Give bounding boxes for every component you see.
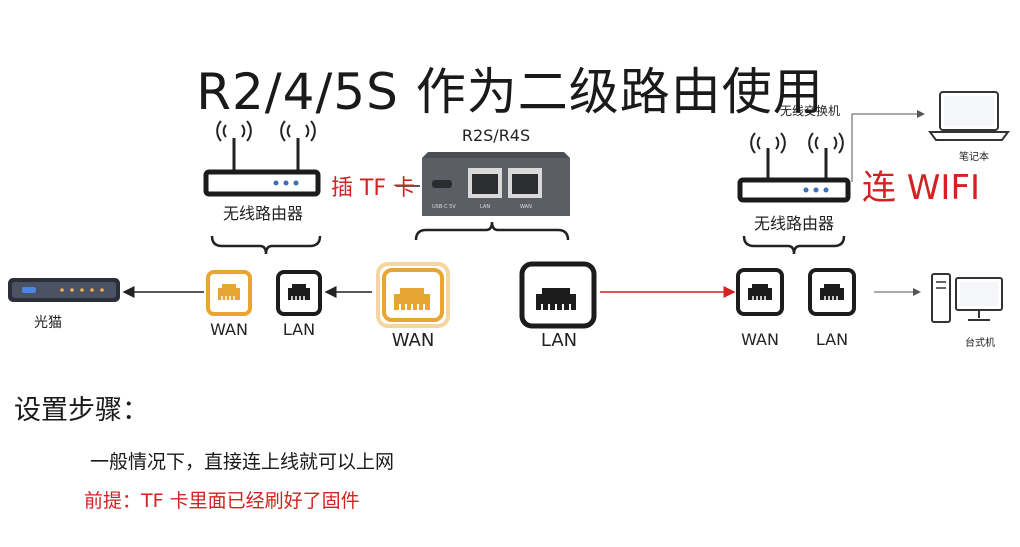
lan-port-icon-left xyxy=(276,270,322,316)
wan-port-icon-big xyxy=(376,262,450,328)
wan-label-big: WAN xyxy=(391,330,435,351)
router-right-icon xyxy=(737,132,851,203)
desktop-icon xyxy=(931,273,1003,323)
steps-heading: 设置步骤： xyxy=(14,395,149,426)
laptop-icon xyxy=(928,91,1010,141)
desktop-label: 台式机 xyxy=(965,338,995,349)
steps-line-2: 前提：TF 卡里面已经刷好了固件 xyxy=(84,490,360,512)
switch-label: 无线交换机 xyxy=(779,104,840,118)
port-usb-label: USB-C 5V xyxy=(432,204,456,210)
r2s-device-icon xyxy=(422,152,570,216)
port-wan-label: WAN xyxy=(520,204,532,210)
modem-icon xyxy=(8,278,120,302)
wan-port-icon-left xyxy=(206,270,252,316)
lan-port-icon-right xyxy=(808,268,856,316)
modem-label: 光猫 xyxy=(34,315,62,331)
wan-label-left: WAN xyxy=(210,320,248,339)
lan-label-big: LAN xyxy=(540,330,578,351)
page-title: R2/4/5S 作为二级路由使用 xyxy=(196,63,824,121)
arrow-to-laptop xyxy=(851,110,925,182)
router-left-label: 无线路由器 xyxy=(222,204,303,223)
lan-label-left: LAN xyxy=(282,320,316,339)
router-left-bracket xyxy=(210,235,322,255)
lan-label-right: LAN xyxy=(815,330,849,349)
insert-tf-label: 插 TF 卡 xyxy=(331,176,416,201)
port-lan-label: LAN xyxy=(480,204,491,210)
router-left-icon xyxy=(203,120,321,197)
steps-line-1: 一般情况下，直接连上线就可以上网 xyxy=(90,451,395,473)
router-right-bracket xyxy=(742,235,846,255)
connect-wifi-label: 连 WIFI xyxy=(862,168,981,208)
wan-port-icon-right xyxy=(736,268,784,316)
r2s-bracket xyxy=(414,221,570,241)
wan-label-right: WAN xyxy=(741,330,779,349)
lan-port-icon-big xyxy=(519,261,597,329)
device-label: R2S/R4S xyxy=(461,126,531,145)
router-right-label: 无线路由器 xyxy=(753,214,834,233)
laptop-label: 笔记本 xyxy=(959,152,989,163)
